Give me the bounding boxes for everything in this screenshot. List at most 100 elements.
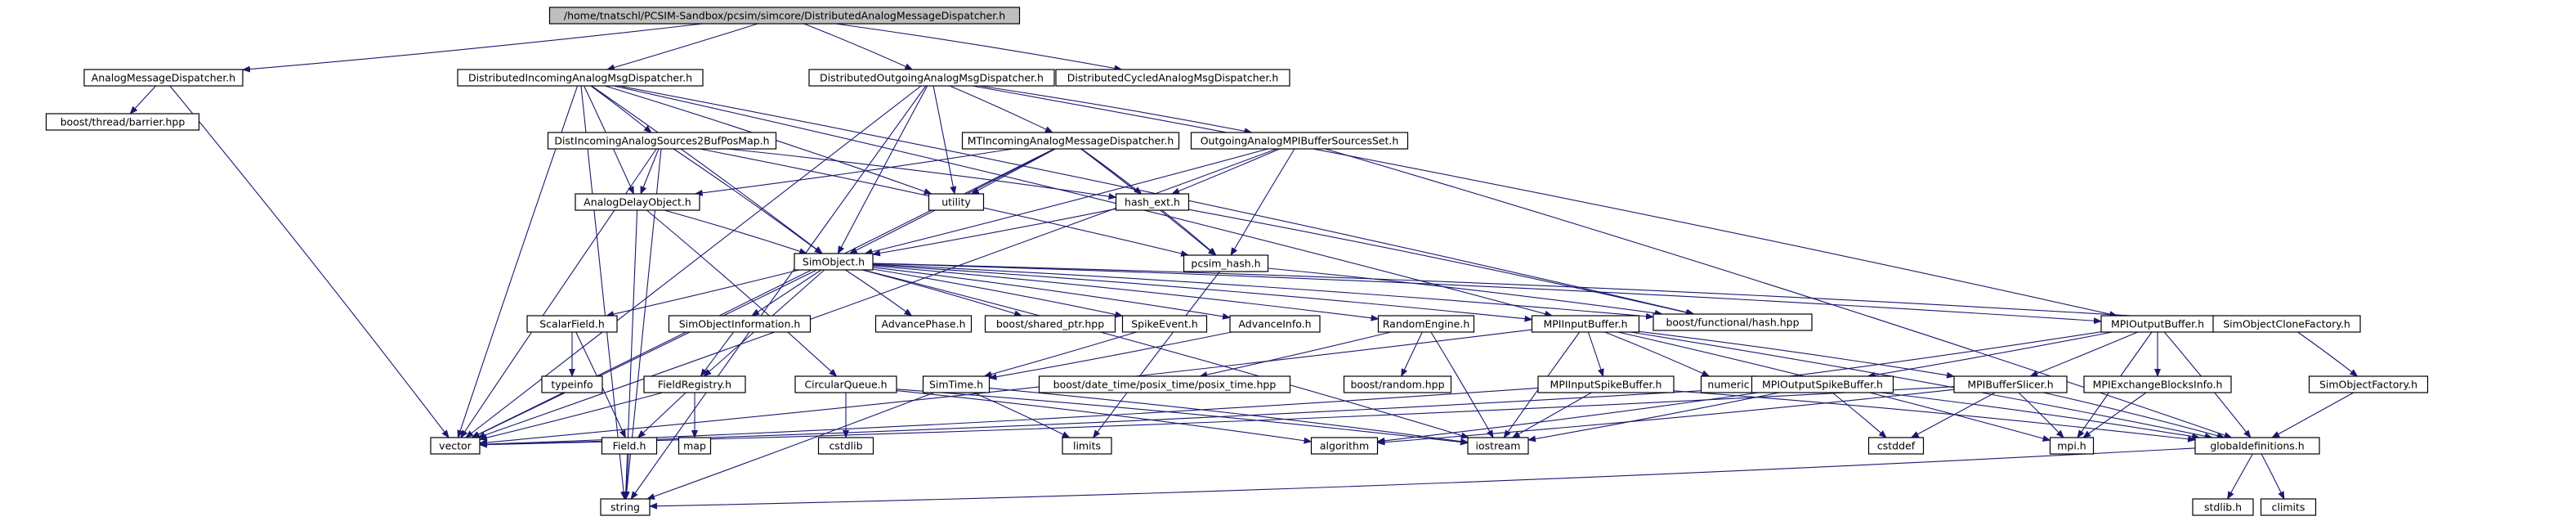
node-oampi[interactable]: OutgoingAnalogMPIBufferSourcesSet.h [1190, 132, 1409, 150]
node-label-boostrandom: boost/random.hpp [1350, 379, 1444, 391]
node-box-fieldh [601, 437, 658, 455]
node-globaldefs[interactable]: globaldefinitions.h [2194, 437, 2320, 455]
node-soinfo[interactable]: SimObjectInformation.h [668, 315, 812, 333]
node-numeric[interactable]: numeric [1700, 375, 1757, 393]
node-doamd[interactable]: DistributedOutgoingAnalogMsgDispatcher.h [808, 69, 1055, 87]
node-amd[interactable]: AnalogMessageDispatcher.h [83, 69, 244, 87]
edge-randengine-to-posixtime [1199, 331, 1391, 378]
node-iostream[interactable]: iostream [1467, 437, 1529, 455]
node-sharedptr[interactable]: boost/shared_ptr.hpp [984, 315, 1116, 333]
edge-globaldefs-to-climits [2261, 453, 2285, 500]
node-box-string [600, 498, 651, 516]
node-simtime[interactable]: SimTime.h [922, 375, 991, 393]
edge-amd-to-barrier [129, 85, 157, 115]
node-label-mpiinbuf: MPIInputBuffer.h [1543, 318, 1627, 330]
node-label-randengine: RandomEngine.h [1383, 318, 1470, 330]
node-box-cstdlib [817, 437, 874, 455]
edge-dias2b-to-simobject [673, 148, 823, 254]
node-hashext[interactable]: hash_ext.h [1115, 193, 1190, 211]
node-box-dcamd [1055, 69, 1290, 87]
edge-mpioutspike-to-iostream [1527, 392, 1780, 442]
edge-simtime-to-string [646, 392, 935, 500]
node-mpioutbuf[interactable]: MPIOutputBuffer.h [2100, 315, 2215, 333]
node-cstddef[interactable]: cstddef [1867, 437, 1925, 455]
node-circq[interactable]: CircularQueue.h [794, 375, 897, 393]
node-root[interactable]: /home/tnatschl/PCSIM-Sandbox/pcsim/simco… [548, 7, 1021, 25]
edge-simtime-to-limits [973, 392, 1071, 438]
edge-simobject-to-sharedptr [861, 269, 1023, 317]
node-box-socf [2212, 315, 2361, 333]
node-boostrandom[interactable]: boost/random.hpp [1343, 375, 1452, 393]
node-diamd[interactable]: DistributedIncomingAnalogMsgDispatcher.h [457, 69, 704, 87]
node-mpih[interactable]: mpi.h [2049, 437, 2095, 455]
node-mpibufslicer[interactable]: MPIBufferSlicer.h [1953, 375, 2068, 393]
node-box-fieldreg [643, 375, 746, 393]
node-algorithm[interactable]: algorithm [1310, 437, 1379, 455]
node-label-vector: vector [439, 440, 472, 452]
node-randengine[interactable]: RandomEngine.h [1377, 315, 1475, 333]
edge-mpiinbuf-to-vector [479, 329, 1532, 446]
node-posixtime[interactable]: boost/date_time/posix_time/posix_time.hp… [1038, 375, 1291, 393]
node-box-posixtime [1038, 375, 1291, 393]
node-fieldreg[interactable]: FieldRegistry.h [643, 375, 746, 393]
node-bfhash[interactable]: boost/functional/hash.hpp [1652, 313, 1813, 331]
node-pcsimhash[interactable]: pcsim_hash.h [1183, 254, 1269, 272]
edge-globaldefs-to-string [649, 447, 2196, 510]
node-ado[interactable]: AnalogDelayObject.h [575, 193, 700, 211]
node-dias2b[interactable]: DistIncomingAnalogSources2BufPosMap.h [547, 132, 777, 150]
node-label-hashext: hash_ext.h [1125, 196, 1180, 209]
node-advinfo[interactable]: AdvanceInfo.h [1229, 315, 1321, 333]
edge-doamd-to-oampi [979, 85, 1253, 135]
edge-mpioutspike-to-vector [479, 387, 1752, 448]
node-vector[interactable]: vector [430, 437, 481, 455]
node-utility[interactable]: utility [928, 193, 985, 211]
node-mpiexch[interactable]: MPIExchangeBlocksInfo.h [2083, 375, 2232, 393]
edge-root-to-doamd [803, 23, 914, 70]
edge-root-to-amd [242, 23, 704, 73]
node-fieldh[interactable]: Field.h [601, 437, 658, 455]
edge-oampi-to-pcsimhash [1230, 148, 1295, 256]
node-mpiinspike[interactable]: MPIInputSpikeBuffer.h [1537, 375, 1675, 393]
edge-fieldreg-to-fieldh [637, 392, 686, 438]
edge-ado-to-simobject [664, 209, 808, 254]
node-barrier[interactable]: boost/thread/barrier.hpp [45, 113, 200, 131]
node-label-map: map [683, 440, 706, 452]
node-map[interactable]: map [678, 437, 712, 455]
edge-soinfo-to-fieldreg [700, 331, 735, 377]
edge-doamd-to-mtiamd [949, 85, 1053, 133]
node-typeinfo[interactable]: typeinfo [541, 375, 603, 393]
node-box-limits [1062, 437, 1112, 455]
node-box-mtiamd [961, 132, 1180, 150]
node-socf[interactable]: SimObjectCloneFactory.h [2212, 315, 2361, 333]
node-box-barrier [45, 113, 200, 131]
node-climits[interactable]: climits [2260, 498, 2317, 516]
node-box-soinfo [668, 315, 812, 333]
node-spikeevent[interactable]: SpikeEvent.h [1121, 315, 1208, 333]
edge-advinfo-to-simtime [988, 331, 1232, 380]
node-dcamd[interactable]: DistributedCycledAnalogMsgDispatcher.h [1055, 69, 1290, 87]
node-simobject[interactable]: SimObject.h [794, 253, 874, 271]
node-stdlib[interactable]: stdlib.h [2192, 498, 2254, 516]
node-mpiinbuf[interactable]: MPIInputBuffer.h [1531, 315, 1640, 333]
node-advphase[interactable]: AdvancePhase.h [874, 315, 973, 333]
node-box-advphase [874, 315, 973, 333]
edge-oampi-to-globaldefs [1325, 148, 2233, 438]
node-box-pcsimhash [1183, 254, 1269, 272]
node-label-typeinfo: typeinfo [551, 379, 593, 391]
node-scalarfield[interactable]: ScalarField.h [526, 315, 618, 333]
node-box-scalarfield [526, 315, 618, 333]
node-sofactory[interactable]: SimObjectFactory.h [2308, 375, 2429, 393]
node-limits[interactable]: limits [1062, 437, 1112, 455]
node-string[interactable]: string [600, 498, 651, 516]
node-mpioutspike[interactable]: MPIOutputSpikeBuffer.h [1751, 375, 1894, 393]
edge-mpioutbuf-to-mpibufslicer [2029, 331, 2138, 377]
edge-root-to-diamd [606, 23, 758, 71]
edge-mpiinbuf-to-globaldefs [1630, 331, 2213, 440]
edge-mpiinbuf-to-numeric [1604, 331, 1711, 377]
edge-ado-to-circq [646, 209, 838, 377]
node-mtiamd[interactable]: MTIncomingAnalogMessageDispatcher.h [961, 132, 1180, 150]
edge-simobject-to-soinfo [751, 269, 822, 317]
node-label-utility: utility [941, 196, 971, 209]
node-cstdlib[interactable]: cstdlib [817, 437, 874, 455]
node-label-spikeevent: SpikeEvent.h [1131, 318, 1198, 330]
